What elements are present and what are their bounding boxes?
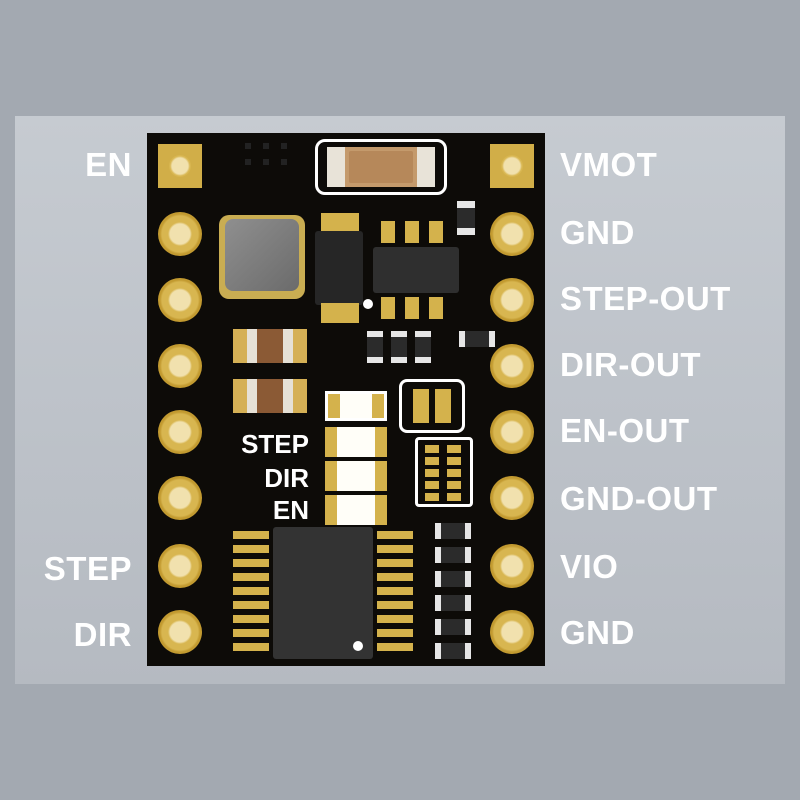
pin-label-vio: VIO — [560, 548, 619, 585]
pin-left-5 — [158, 410, 202, 454]
pin-label-gnd-out: GND-OUT — [560, 480, 718, 517]
capacitor-2 — [233, 379, 307, 413]
polarity-dot — [363, 299, 373, 309]
pin-left-2 — [158, 212, 202, 256]
bulk-capacitor-outline — [315, 139, 447, 195]
driver-ic — [233, 527, 413, 659]
pin-right-7 — [490, 544, 534, 588]
led-1 — [325, 391, 387, 421]
header-dots — [245, 143, 289, 167]
pin-label-step: STEP — [43, 550, 132, 587]
pin-label-gnd: GND — [560, 214, 635, 251]
capacitor-1 — [233, 329, 307, 363]
resistor-network — [425, 445, 465, 501]
solder-jumper-pad-left — [413, 389, 429, 423]
silk-label-en: EN — [272, 495, 309, 525]
pin-label-gnd-2: GND — [560, 614, 635, 651]
pin-label-dir: DIR — [73, 616, 132, 653]
inductor — [219, 215, 305, 299]
pin-left-4 — [158, 344, 202, 388]
silk-label-step: STEP — [241, 429, 309, 459]
resistor-network-outline — [415, 437, 473, 507]
pin-left-8 — [158, 610, 202, 654]
pcb-board: STEP DIR EN — [147, 133, 545, 666]
diode — [315, 213, 367, 325]
solder-jumper-outline — [399, 379, 465, 433]
pin-left-1 — [158, 144, 202, 188]
solder-jumper-pad-right — [435, 389, 451, 423]
pin-right-6 — [490, 476, 534, 520]
small-resistor — [457, 201, 475, 235]
pin-right-4 — [490, 344, 534, 388]
pin-right-3 — [490, 278, 534, 322]
pin-right-5 — [490, 410, 534, 454]
silk-label-dir: DIR — [264, 463, 309, 493]
pin-label-en: EN — [85, 146, 132, 183]
pin-right-1 — [490, 144, 534, 188]
regulator-chip — [373, 221, 459, 319]
pin-left-6 — [158, 476, 202, 520]
bulk-capacitor — [327, 147, 435, 187]
pin-right-8 — [490, 610, 534, 654]
led-en — [325, 495, 387, 525]
resistor-row — [367, 331, 507, 367]
pin-label-step-out: STEP-OUT — [560, 280, 731, 317]
pin-label-vmot: VMOT — [560, 146, 658, 183]
led-dir — [325, 461, 387, 491]
pin-label-en-out: EN-OUT — [560, 412, 690, 449]
pin-label-dir-out: DIR-OUT — [560, 346, 701, 383]
pin-left-7 — [158, 544, 202, 588]
pin-right-2 — [490, 212, 534, 256]
component-column — [435, 523, 471, 659]
pin-left-3 — [158, 278, 202, 322]
ic-pin1-dot — [353, 641, 363, 651]
led-step — [325, 427, 387, 457]
